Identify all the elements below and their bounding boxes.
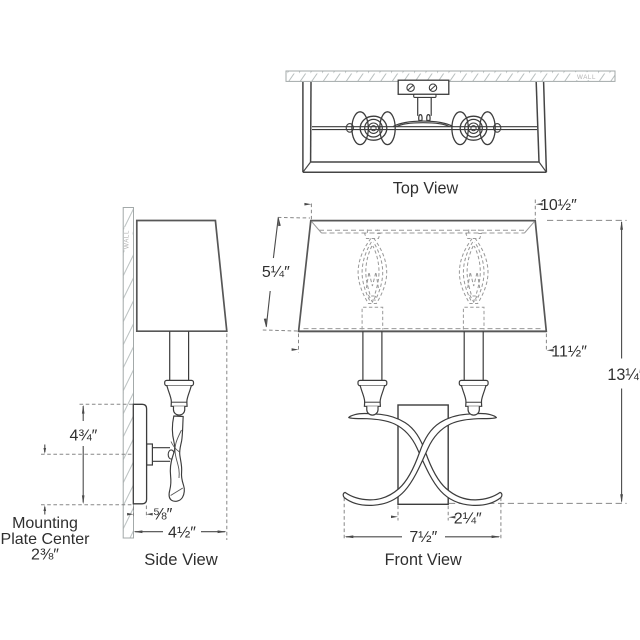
svg-text:4½″: 4½″ (168, 524, 196, 541)
svg-text:2⅜″: 2⅜″ (31, 546, 59, 563)
svg-text:10½″: 10½″ (540, 197, 577, 214)
svg-text:WALL: WALL (124, 230, 131, 249)
svg-text:Top View: Top View (393, 180, 459, 198)
svg-text:11½″: 11½″ (551, 343, 587, 360)
svg-text:Side View: Side View (144, 550, 219, 569)
svg-text:13¼″: 13¼″ (607, 366, 640, 384)
svg-text:Mounting: Mounting (12, 515, 78, 532)
svg-text:WALL: WALL (577, 74, 596, 81)
svg-text:4¾″: 4¾″ (69, 428, 97, 445)
svg-text:Plate Center: Plate Center (1, 531, 91, 548)
svg-text:5¼″: 5¼″ (262, 264, 290, 281)
svg-text:⅝″: ⅝″ (153, 505, 173, 523)
svg-text:Front View: Front View (385, 551, 462, 569)
svg-text:7½″: 7½″ (409, 529, 437, 546)
svg-text:2¼″: 2¼″ (454, 511, 482, 528)
